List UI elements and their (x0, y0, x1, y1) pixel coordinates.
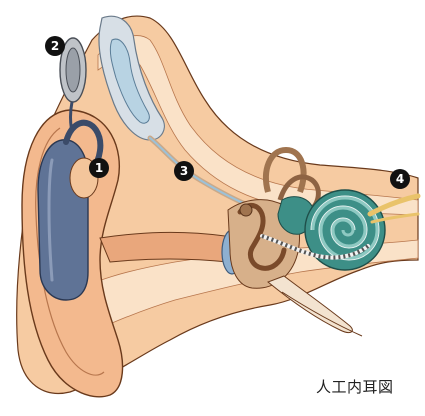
marker-4-label: 4 (396, 172, 404, 186)
marker-2-label: 2 (51, 39, 59, 53)
coil-cable (71, 102, 73, 132)
ear-canal (100, 232, 228, 262)
marker-4: 4 (390, 169, 410, 189)
marker-3-label: 3 (180, 164, 188, 178)
caption: 人工内耳図 (316, 376, 394, 397)
transmitter-coil-inner (66, 48, 80, 92)
marker-1-label: 1 (95, 161, 103, 175)
marker-3: 3 (174, 161, 194, 181)
ossicle-head (240, 204, 252, 216)
marker-2: 2 (45, 36, 65, 56)
marker-1: 1 (89, 158, 109, 178)
